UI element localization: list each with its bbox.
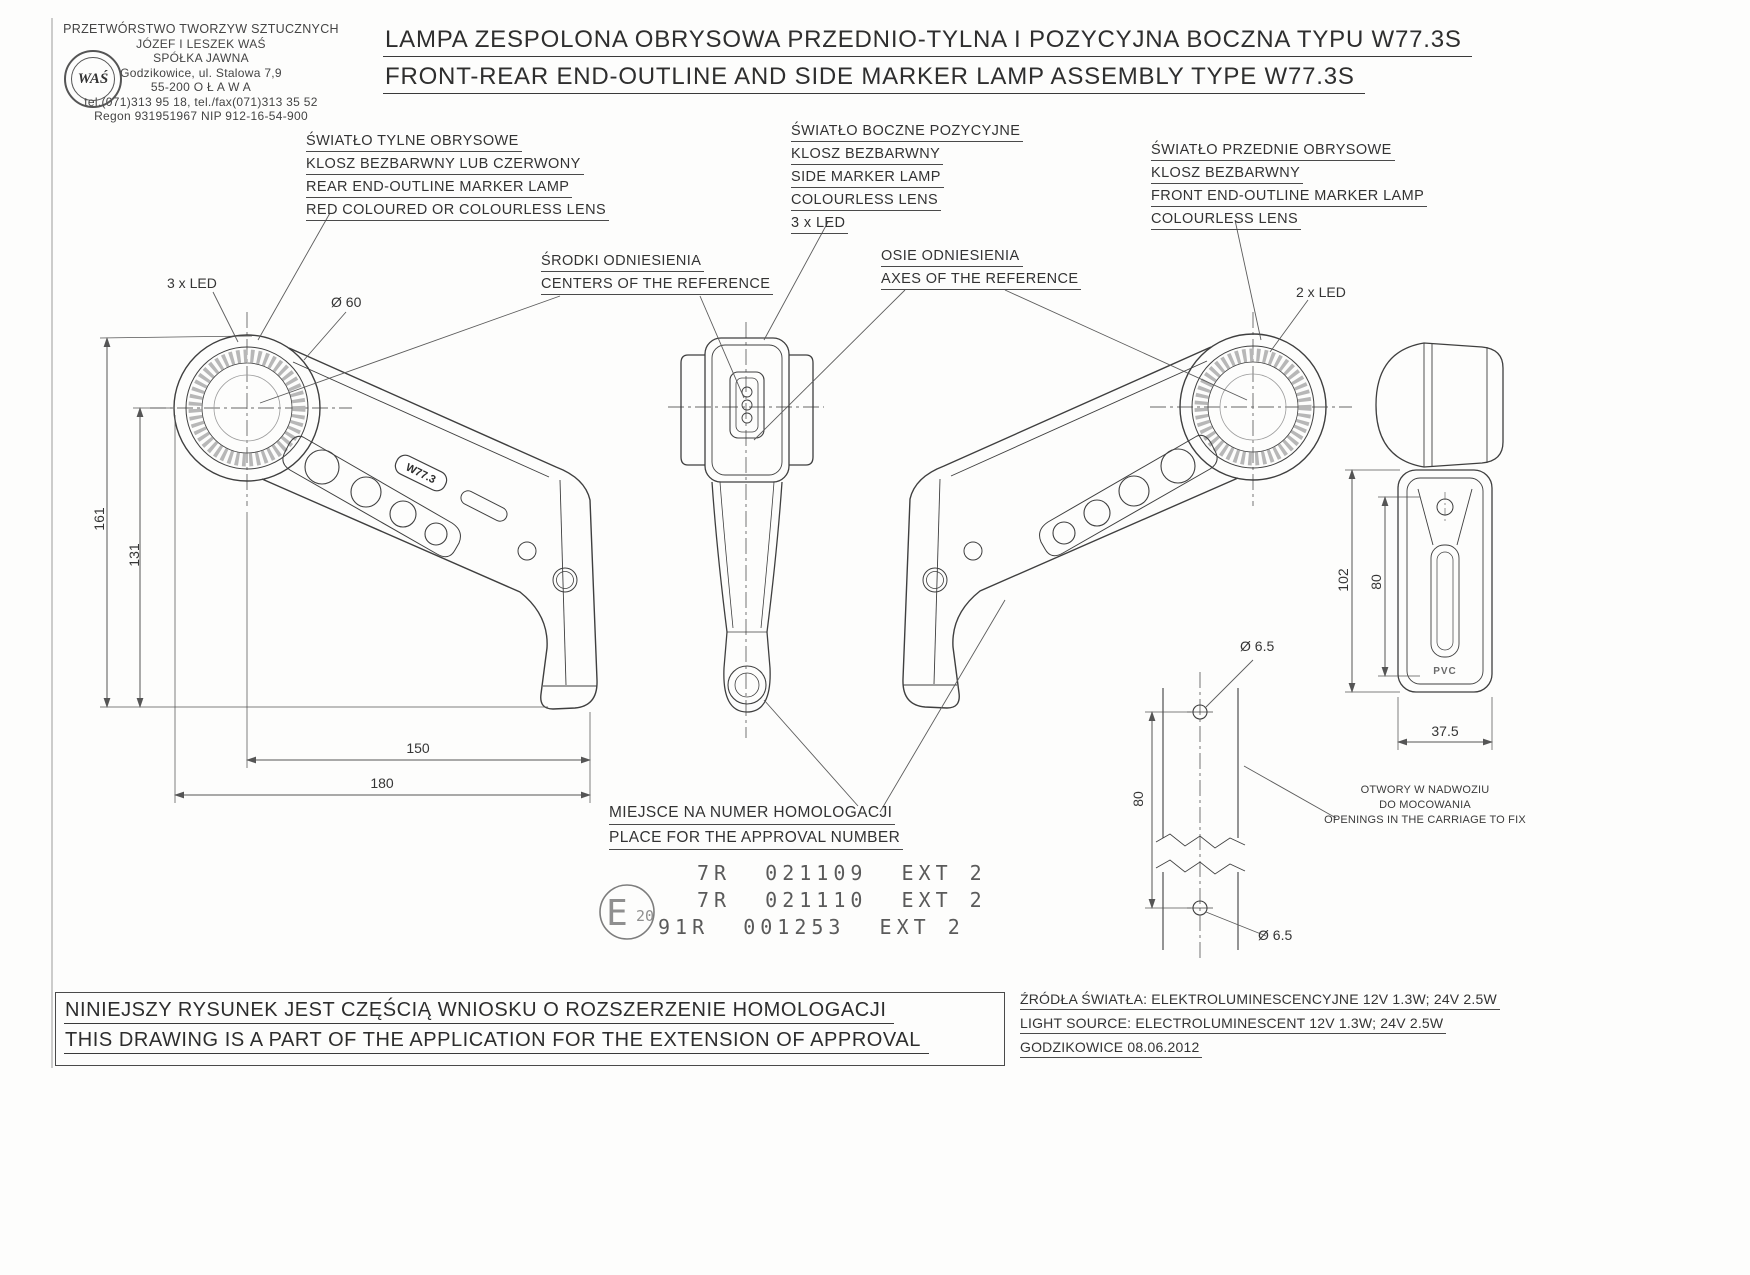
dim-80-holes: 80 [1130, 791, 1146, 807]
dim-hole-dia-top: Ø 6.5 [1240, 638, 1275, 654]
label-line: ŚRODKI ODNIESIENIA [541, 253, 705, 272]
place-date: GODZIKOWICE 08.06.2012 [1020, 1039, 1203, 1058]
label-line: COLOURLESS LENS [791, 192, 942, 211]
label-line: OSIE ODNIESIENIA [881, 248, 1023, 267]
label-line: 3 x LED [791, 215, 849, 234]
rear-lamp-label: ŚWIATŁO TYLNE OBRYSOWE KLOSZ BEZBARWNY L… [306, 133, 610, 225]
note-line: OTWORY W NADWOZIU [1360, 784, 1490, 796]
view-rear-lamp: W77.3 [150, 312, 598, 710]
statement-box: NINIEJSZY RYSUNEK JEST CZĘŚCIĄ WNIOSKU O… [55, 992, 1005, 1066]
label-line: CENTERS OF THE REFERENCE [541, 276, 774, 295]
centers-reference-label: ŚRODKI ODNIESIENIA CENTERS OF THE REFERE… [541, 253, 774, 299]
approval-number-row: 91R 001253 EXT 2 [658, 915, 965, 939]
dim-161: 161 [91, 507, 107, 531]
dim-80-side: 80 [1368, 574, 1384, 590]
dim-150: 150 [406, 740, 430, 756]
dim-102: 102 [1335, 568, 1351, 592]
company-line: JÓZEF I LESZEK WAŚ [136, 36, 266, 51]
front-lamp-label: ŚWIATŁO PRZEDNIE OBRYSOWE KLOSZ BEZBARWN… [1151, 142, 1428, 234]
e-mark-number: 20 [636, 907, 654, 925]
statement-pl: NINIEJSZY RYSUNEK JEST CZĘŚCIĄ WNIOSKU O… [64, 999, 895, 1024]
approval-number-row: 7R 021109 EXT 2 [697, 861, 987, 885]
was-logo-mark [552, 567, 578, 593]
note-line: DO MOCOWANIA [1379, 799, 1471, 811]
company-line: Godzikowice, ul. Stalowa 7,9 [120, 65, 282, 80]
light-source-block: ŹRÓDŁA ŚWIATŁA: ELEKTROLUMINESCENCYJNE 1… [1020, 991, 1500, 1063]
dim-3xled: 3 x LED [167, 275, 217, 291]
company-line: 55-200 O Ł A W A [150, 80, 252, 94]
label-line: COLOURLESS LENS [1151, 211, 1302, 230]
approval-place-label: MIEJSCE NA NUMER HOMOLOGACJI PLACE FOR T… [609, 804, 904, 854]
label-line: REAR END-OUTLINE MARKER LAMP [306, 179, 573, 198]
dim-37-5: 37.5 [1431, 723, 1459, 739]
company-line: Regon 931951967 NIP 912-16-54-900 [94, 109, 308, 123]
label-line: KLOSZ BEZBARWNY LUB CZERWONY [306, 156, 584, 175]
dim-lens-diameter: Ø 60 [331, 294, 362, 310]
label-line: KLOSZ BEZBARWNY [1151, 165, 1304, 184]
statement-en: THIS DRAWING IS A PART OF THE APPLICATIO… [64, 1029, 929, 1054]
company-logo: WAŚ [64, 50, 122, 108]
label-line: AXES OF THE REFERENCE [881, 271, 1082, 290]
view-front-lamp [902, 312, 1352, 709]
e-mark-letter: E [606, 893, 628, 934]
label-line: FRONT END-OUTLINE MARKER LAMP [1151, 188, 1428, 207]
model-badge: W77.3 [394, 454, 448, 492]
material-label: PVC [1433, 666, 1457, 677]
label-line: RED COLOURED OR COLOURLESS LENS [306, 202, 610, 221]
view-side-profile: PVC [1375, 342, 1504, 693]
label-line: SIDE MARKER LAMP [791, 169, 944, 188]
label-line: ŚWIATŁO TYLNE OBRYSOWE [306, 133, 522, 152]
light-source-en: LIGHT SOURCE: ELECTROLUMINESCENT 12V 1.3… [1020, 1015, 1447, 1034]
title-pl: LAMPA ZESPOLONA OBRYSOWA PRZEDNIO-TYLNA … [383, 26, 1472, 57]
label-line: KLOSZ BEZBARWNY [791, 146, 944, 165]
company-line: SPÓŁKA JAWNA [153, 51, 249, 65]
dim-131: 131 [126, 543, 142, 567]
view-mounting-holes [1155, 672, 1246, 958]
company-line: PRZETWÓRSTWO TWORZYW SZTUCZNYCH [63, 22, 339, 36]
dim-hole-dia-bottom: Ø 6.5 [1258, 927, 1293, 943]
label-line: MIEJSCE NA NUMER HOMOLOGACJI [609, 804, 896, 825]
note-line: OPENINGS IN THE CARRIAGE TO FIX [1324, 814, 1526, 826]
dim-180: 180 [370, 775, 394, 791]
label-line: PLACE FOR THE APPROVAL NUMBER [609, 829, 904, 850]
drawing-title: LAMPA ZESPOLONA OBRYSOWA PRZEDNIO-TYLNA … [383, 26, 1472, 100]
e-approval-mark: E 20 [599, 884, 655, 940]
title-en: FRONT-REAR END-OUTLINE AND SIDE MARKER L… [383, 63, 1365, 94]
light-source-pl: ŹRÓDŁA ŚWIATŁA: ELEKTROLUMINESCENCYJNE 1… [1020, 991, 1500, 1010]
label-line: ŚWIATŁO PRZEDNIE OBRYSOWE [1151, 142, 1395, 161]
side-lamp-label: ŚWIATŁO BOCZNE POZYCYJNE KLOSZ BEZBARWNY… [791, 123, 1024, 238]
mounting-holes-note: OTWORY W NADWOZIU DO MOCOWANIA OPENINGS … [1322, 783, 1528, 828]
company-logo-text: WAŚ [71, 57, 115, 101]
approval-number-row: 7R 021110 EXT 2 [697, 888, 987, 912]
axes-reference-label: OSIE ODNIESIENIA AXES OF THE REFERENCE [881, 248, 1082, 294]
was-logo-mark [922, 567, 948, 593]
dim-2xled: 2 x LED [1296, 284, 1346, 300]
view-front-projection [668, 322, 824, 738]
label-line: ŚWIATŁO BOCZNE POZYCYJNE [791, 123, 1024, 142]
dimension-lines [99, 335, 1493, 909]
company-line: tel.(071)313 95 18, tel./fax(071)313 35 … [84, 94, 318, 109]
leader-lines [212, 212, 1337, 937]
company-block: PRZETWÓRSTWO TWORZYW SZTUCZNYCH JÓZEF I … [55, 22, 347, 124]
